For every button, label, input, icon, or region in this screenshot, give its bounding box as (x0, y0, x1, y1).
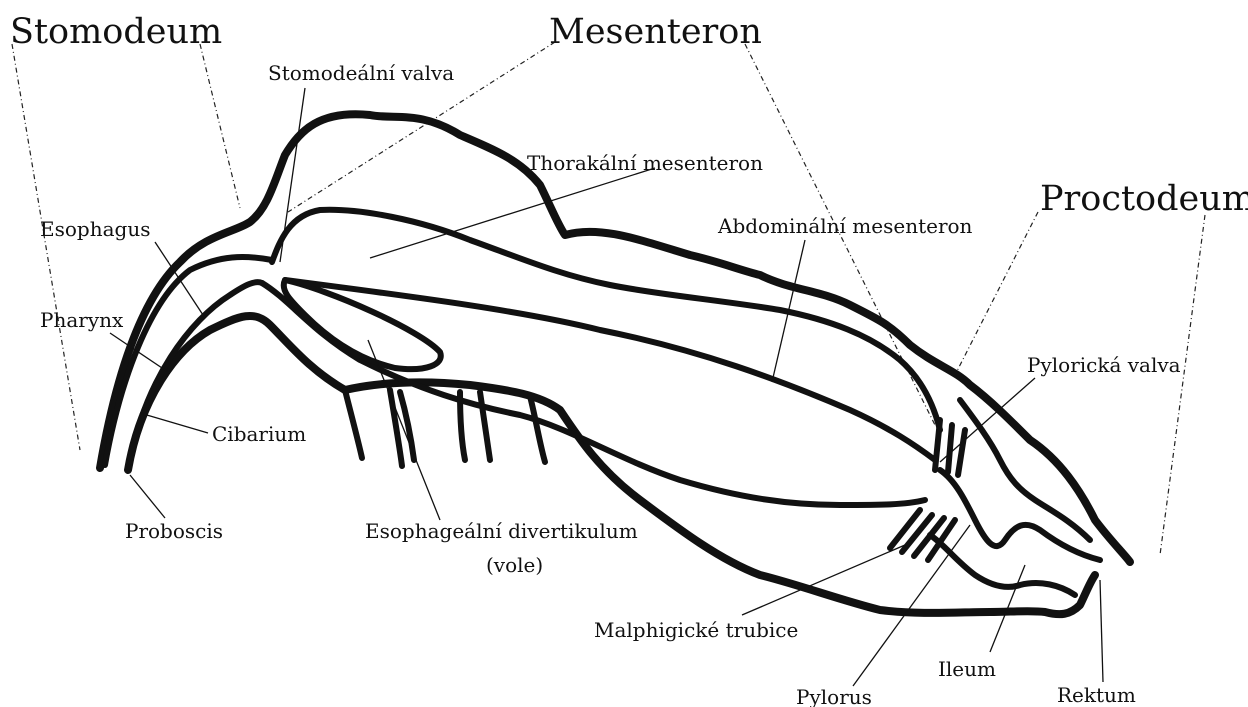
leader-rektum (1100, 580, 1103, 682)
label-pharynx: Pharynx (40, 308, 124, 332)
label-esophagus: Esophagus (40, 217, 150, 241)
label-pylorus: Pylorus (796, 685, 872, 707)
leader-pyloricka-valva (940, 378, 1035, 462)
label-malphigicke-trubice: Malphigické trubice (594, 618, 798, 642)
leader-cibarium (140, 413, 208, 433)
tubule (530, 396, 545, 462)
leader-lines (110, 88, 1103, 686)
tubule (948, 425, 952, 472)
tubule (345, 390, 362, 458)
leader-proboscis (130, 475, 165, 518)
label-abdominalni-mesenteron: Abdominální mesenteron (717, 214, 973, 238)
label-vole: (vole) (486, 553, 543, 577)
tubule (890, 510, 920, 548)
tubule (935, 420, 940, 470)
label-proboscis: Proboscis (125, 519, 223, 543)
leader-thorakalni-mesenteron (370, 168, 655, 258)
label-rektum: Rektum (1057, 683, 1136, 707)
tubule (480, 392, 490, 460)
midgut-inner-dorsal (272, 210, 940, 430)
label-stomodealni-valva: Stomodeální valva (268, 61, 454, 85)
region-mesenteron: Mesenteron (549, 12, 762, 52)
label-cibarium: Cibarium (212, 422, 306, 446)
hindgut-fold-3 (960, 400, 1090, 540)
leader-stomodealni-valva (280, 88, 305, 262)
tubule (914, 518, 944, 556)
midgut-inner-ventral (262, 283, 925, 505)
label-esophagealni-divertikulum: Esophageální divertikulum (365, 519, 638, 543)
region-stomodeum: Stomodeum (10, 12, 222, 52)
label-pyloricka-valva: Pylorická valva (1027, 353, 1181, 377)
label-ileum: Ileum (938, 657, 996, 681)
tubule (958, 430, 965, 475)
label-thorakalni-mesenteron: Thorakální mesenteron (527, 151, 763, 175)
region-proctodeum: Proctodeum (1040, 179, 1248, 219)
outer-dorsal-wall (100, 114, 1130, 562)
